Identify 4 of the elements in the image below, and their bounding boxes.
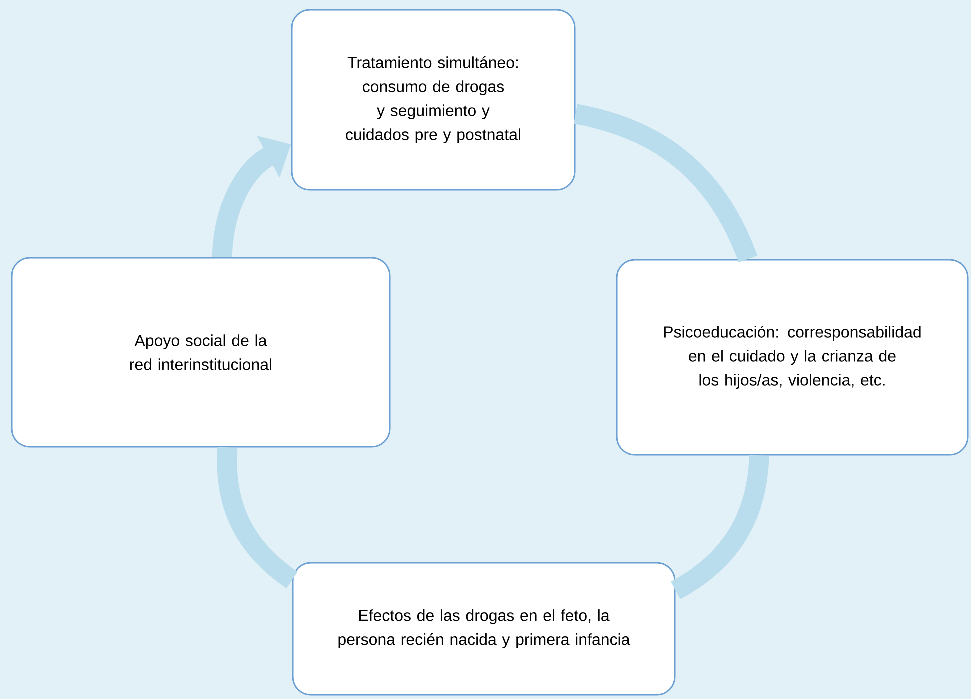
text-box: Efectos de las drogas en el feto, la persona recién nacida y primera infancia (292, 562, 676, 696)
text-box: Tratamiento simultáneo: consumo de drogas y seguimiento y cuidados pre y postnatal (291, 9, 576, 191)
text-box: Apoyo social de la red interinstitucional (11, 257, 391, 448)
text-box: Psicoeducación: corresponsabilidad en el cuidado y la crianza de los hijos/as, violencia, etc. (616, 259, 969, 456)
